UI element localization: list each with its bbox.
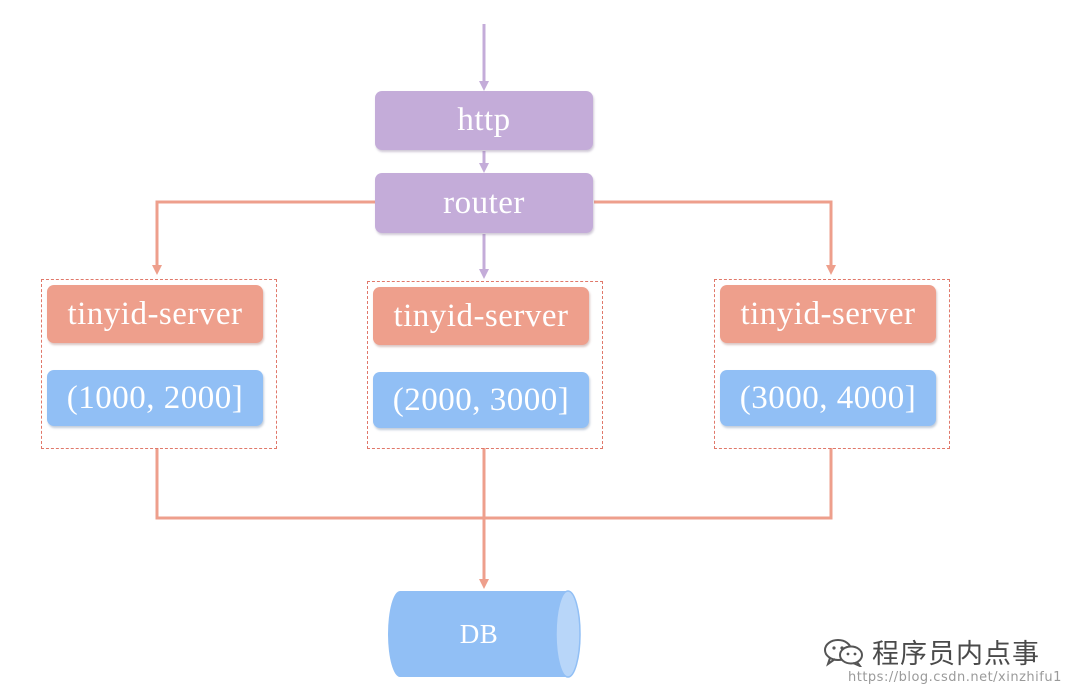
http-node: http — [375, 91, 593, 150]
id-range-right: (3000, 4000] — [720, 370, 936, 426]
tinyid-server-middle: tinyid-server — [373, 287, 589, 345]
watermark-title-text: 程序员内点事 — [872, 639, 1040, 670]
id-range-left: (1000, 2000] — [47, 370, 263, 426]
db-cylinder — [388, 590, 581, 678]
tinyid-server-left: tinyid-server — [47, 285, 263, 343]
id-range-middle: (2000, 3000] — [373, 372, 589, 428]
wechat-icon — [824, 638, 863, 667]
server-group-right — [714, 279, 950, 449]
watermark-title: 程序员内点事 — [822, 632, 1040, 671]
server-group-left — [41, 279, 277, 449]
server-group-middle — [367, 281, 603, 449]
left-server-to-db-line — [155, 448, 484, 520]
right-server-to-db-line — [484, 448, 833, 520]
router-to-right-server-arrow — [594, 200, 836, 275]
watermark-url: https://blog.csdn.net/xinzhifu1 — [848, 670, 1062, 685]
tinyid-server-right: tinyid-server — [720, 285, 936, 343]
db-label: DB — [459, 618, 499, 649]
router-node: router — [375, 173, 593, 233]
router-to-left-server-arrow — [152, 200, 375, 275]
